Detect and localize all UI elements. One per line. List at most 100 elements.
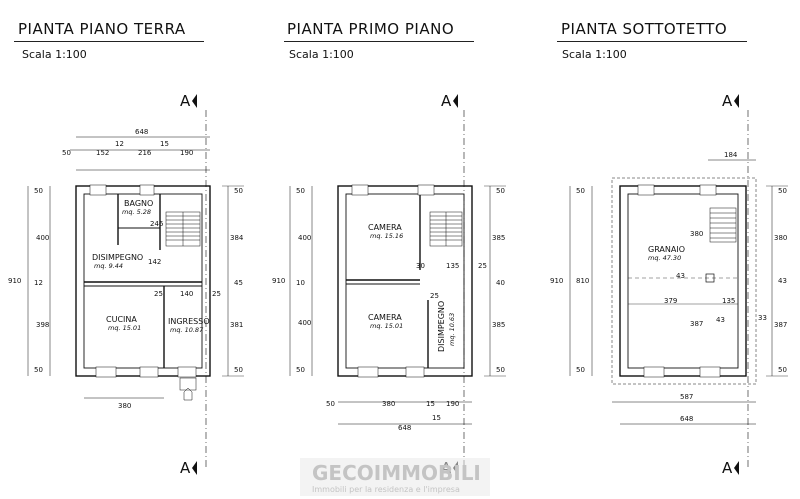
room-area: mq. 9.44 [94,262,123,270]
dim-label: 142 [148,258,161,266]
room-area: mq. 15.01 [108,324,141,332]
room-name: CAMERA [368,223,402,232]
dim-label: 25 [478,262,487,270]
dim-label: 43 [778,277,787,285]
room-area: mq. 10.63 [448,313,456,346]
dim-label: 50 [234,366,243,374]
dim-label: 648 [680,415,693,423]
dim-label: 50 [234,187,243,195]
dim-label: 43 [676,272,685,280]
dim-label: 12 [115,140,124,148]
plan-scale-ground: Scala 1:100 [22,48,87,61]
watermark: GECOIMMOBILI Immobili per la residenza e… [300,458,490,496]
room-name: BAGNO [124,199,153,208]
dim-label: 380 [774,234,787,242]
ground-floor-plan [27,110,244,470]
section-mark: A [722,92,733,110]
dim-label: 50 [778,366,787,374]
dim-label: 910 [272,277,285,285]
dim-label: 910 [8,277,21,285]
dim-label: 25 [154,290,163,298]
room-area: mq. 5.28 [122,208,151,216]
dim-label: 387 [774,321,787,329]
dim-label: 810 [576,277,589,285]
dim-label: 40 [496,279,505,287]
watermark-brand: GECOIMMOBILI [312,461,481,485]
dim-label: 648 [135,128,148,136]
dim-label: 25 [212,290,221,298]
section-mark: A [722,459,733,477]
ground-floor-labels: 648 12 15 50 152 216 190 50 400 910 12 3… [8,128,244,410]
dim-label: 43 [716,316,725,324]
dim-label: 140 [180,290,193,298]
dim-label: 152 [96,149,109,157]
room-name: INGRESSO [168,317,210,326]
dim-label: 50 [326,400,335,408]
room-name: GRANAIO [648,245,685,254]
dim-label: 380 [382,400,395,408]
dim-label: 379 [664,297,677,305]
dim-label: 50 [296,366,305,374]
title-underline-attic [557,41,747,42]
dim-label: 50 [496,187,505,195]
plan-title-attic: PIANTA SOTTOTETTO [561,20,728,38]
room-area: mq. 15.01 [370,322,403,330]
dim-label: 50 [778,187,787,195]
dim-label: 384 [230,234,244,242]
first-floor-labels: 50 400 910 10 400 50 50 385 25 40 385 50… [272,187,505,432]
dim-label: 45 [234,279,243,287]
plan-scale-first: Scala 1:100 [289,48,354,61]
dim-label: 398 [36,321,49,329]
dim-label: 50 [496,366,505,374]
dim-label: 246 [150,220,164,228]
watermark-tagline: Immobili per la residenza e l'impresa [312,485,460,494]
dim-label: 400 [298,319,311,327]
section-marks: A A A A A A [180,92,739,477]
dim-label: 400 [298,234,311,242]
dim-label: 135 [446,262,459,270]
plan-title-ground: PIANTA PIANO TERRA [18,20,186,38]
dim-label: 380 [690,230,703,238]
dim-label: 12 [34,279,43,287]
dim-label: 190 [446,400,459,408]
dim-label: 50 [34,187,43,195]
first-floor-plan [289,110,506,470]
room-name: DISIMPEGNO [437,301,446,352]
dim-label: 385 [492,321,505,329]
room-name: CAMERA [368,313,402,322]
dim-label: 910 [550,277,563,285]
attic-floor-plan [569,110,788,470]
dim-label: 648 [398,424,411,432]
dim-label: 15 [160,140,169,148]
dim-label: 15 [432,414,441,422]
dim-label: 184 [724,151,738,159]
plan-scale-attic: Scala 1:100 [562,48,627,61]
title-underline-first [284,41,474,42]
room-name: CUCINA [106,315,137,324]
section-mark: A [180,92,191,110]
room-area: mq. 47.30 [648,254,681,262]
dim-label: 381 [230,321,243,329]
plan-title-first: PIANTA PRIMO PIANO [287,20,455,38]
dim-label: 216 [138,149,152,157]
section-mark: A [441,92,452,110]
dim-label: 50 [296,187,305,195]
room-area: mq. 15.16 [370,232,403,240]
dim-label: 50 [62,149,71,157]
dim-label: 50 [34,366,43,374]
room-area: mq. 10.87 [170,326,204,334]
dim-label: 30 [416,262,425,270]
dim-label: 50 [576,366,585,374]
title-underline-ground [14,41,204,42]
dim-label: 587 [680,393,693,401]
dim-label: 385 [492,234,505,242]
dim-label: 135 [722,297,735,305]
dim-label: 15 [426,400,435,408]
dim-label: 387 [690,320,703,328]
attic-floor-labels: 184 50 910 810 50 50 380 43 387 50 380 4… [550,151,787,423]
room-name: DISIMPEGNO [92,253,143,262]
dim-label: 380 [118,402,131,410]
dim-label: 50 [576,187,585,195]
dim-label: 190 [180,149,193,157]
